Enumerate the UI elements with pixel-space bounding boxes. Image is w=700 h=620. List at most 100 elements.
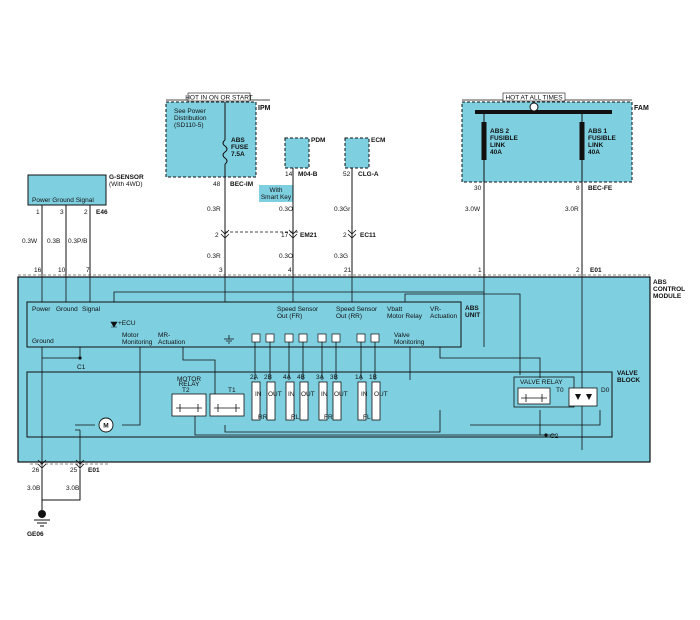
svg-text:Vbatt: Vbatt	[387, 306, 402, 313]
svg-text:0.3Gr: 0.3Gr	[334, 206, 351, 213]
svg-text:IN: IN	[321, 391, 328, 398]
hot-label-ipm: HOT IN ON OR START	[166, 92, 270, 102]
svg-text:T2: T2	[182, 387, 190, 394]
svg-text:0.3R: 0.3R	[207, 253, 221, 260]
svg-text:LINK: LINK	[490, 142, 505, 149]
svg-text:FL: FL	[363, 414, 371, 421]
svg-text:Monitoring: Monitoring	[122, 339, 153, 346]
valve-relay: VALVE RELAY T0 D0	[513, 376, 610, 408]
svg-text:7: 7	[86, 267, 90, 274]
svg-text:GE06: GE06	[27, 531, 44, 538]
svg-text:4B: 4B	[297, 374, 305, 381]
svg-text:(With 4WD): (With 4WD)	[109, 181, 143, 188]
svg-text:4: 4	[288, 267, 292, 274]
valve-ids: 2A 2B 4A 4B 3A 3B 1A 1B	[250, 374, 377, 381]
svg-text:25: 25	[70, 467, 78, 474]
svg-text:MR-: MR-	[158, 332, 170, 339]
motor-relay: MOTOR RELAY T2 T1	[171, 376, 245, 417]
svg-text:MOTOR: MOTOR	[177, 376, 201, 383]
svg-text:CLG-A: CLG-A	[358, 171, 379, 178]
svg-text:Power: Power	[32, 306, 51, 313]
svg-text:OUT: OUT	[334, 391, 348, 398]
svg-text:ABS: ABS	[465, 305, 479, 312]
svg-text:OUT: OUT	[374, 391, 388, 398]
connector-em21: 2 17 EM21	[215, 229, 317, 239]
svg-text:0.3W: 0.3W	[22, 238, 38, 245]
pump-motor: M	[98, 417, 114, 433]
svg-text:52: 52	[343, 171, 351, 178]
fam-box: FAM ABS 2 FUSIBLE LINK 40A ABS 1 FUSIBLE…	[461, 101, 649, 192]
svg-text:17: 17	[281, 232, 289, 239]
svg-text:ABS: ABS	[231, 137, 245, 144]
svg-text:VALVE RELAY: VALVE RELAY	[520, 379, 563, 386]
svg-text:7.5A: 7.5A	[231, 151, 245, 158]
svg-text:16: 16	[34, 267, 42, 274]
ecm-box: ECM 52 CLG-A	[343, 137, 385, 178]
svg-text:IN: IN	[361, 391, 368, 398]
module-wiring	[41, 275, 601, 470]
svg-text:EC11: EC11	[360, 232, 376, 239]
svg-text:Ground: Ground	[56, 306, 78, 313]
svg-text:UNIT: UNIT	[465, 312, 480, 319]
svg-text:21: 21	[344, 267, 352, 274]
svg-text:3.0B: 3.0B	[27, 485, 40, 492]
svg-text:LINK: LINK	[588, 142, 603, 149]
svg-text:48: 48	[213, 181, 221, 188]
svg-text:0.3P/B: 0.3P/B	[68, 238, 88, 245]
svg-text:IN: IN	[255, 391, 262, 398]
svg-text:30: 30	[474, 185, 482, 192]
ground-wires	[41, 470, 81, 510]
svg-text:Distribution: Distribution	[174, 115, 207, 122]
svg-text:RELAY: RELAY	[179, 381, 200, 388]
svg-text:Power Ground Signal: Power Ground Signal	[32, 197, 94, 204]
svg-text:Motor Relay: Motor Relay	[387, 313, 423, 320]
valve-block: VALVE BLOCK	[26, 370, 640, 438]
svg-text:2A: 2A	[250, 374, 259, 381]
svg-text:1A: 1A	[355, 374, 364, 381]
svg-text:Speed Sensor: Speed Sensor	[277, 306, 319, 313]
svg-text:BEC-IM: BEC-IM	[230, 181, 253, 188]
svg-text:FUSIBLE: FUSIBLE	[490, 135, 518, 142]
svg-text:EM21: EM21	[300, 232, 317, 239]
svg-text:Valve: Valve	[394, 332, 410, 339]
g-sensor-box: G-SENSOR (With 4WD) Power Ground Signal …	[27, 174, 144, 275]
svg-text:Out (RR): Out (RR)	[336, 313, 362, 320]
svg-text:G-SENSOR: G-SENSOR	[109, 174, 144, 181]
svg-text:Motor: Motor	[122, 332, 139, 339]
svg-text:IPM: IPM	[258, 105, 271, 112]
svg-text:ABS 1: ABS 1	[588, 128, 608, 135]
svg-text:OUT: OUT	[301, 391, 315, 398]
svg-text:+ECU: +ECU	[118, 320, 136, 327]
svg-text:CONTROL: CONTROL	[653, 286, 685, 293]
pdm-box: PDM 14 M04-B With Smart Key	[259, 137, 325, 202]
svg-text:HOT AT ALL TIMES: HOT AT ALL TIMES	[505, 95, 563, 102]
svg-text:OUT: OUT	[268, 391, 282, 398]
wire-labels-top: 0.3W 0.3B 0.3P/B 0.3R 0.3O 0.3Gr 3.0W 3.…	[22, 206, 579, 260]
svg-text:2B: 2B	[264, 374, 272, 381]
svg-text:(SD110-5): (SD110-5)	[174, 122, 204, 129]
svg-text:MODULE: MODULE	[653, 293, 682, 300]
svg-text:T0: T0	[556, 387, 564, 394]
svg-text:VR-: VR-	[430, 306, 441, 313]
svg-text:FUSE: FUSE	[231, 144, 249, 151]
svg-text:2: 2	[84, 209, 88, 216]
svg-text:See Power: See Power	[174, 108, 207, 115]
svg-text:Signal: Signal	[82, 306, 101, 313]
wheel-labels: RR RL FR FL	[258, 414, 371, 421]
svg-text:M: M	[103, 423, 108, 430]
hot-label-fam: HOT AT ALL TIMES	[462, 92, 632, 102]
ipm-box: IPM See Power Distribution (SD110-5) ABS…	[165, 101, 271, 188]
svg-text:8: 8	[576, 185, 580, 192]
svg-text:14: 14	[285, 171, 293, 178]
svg-text:0.3G: 0.3G	[334, 253, 348, 260]
svg-text:Smart Key: Smart Key	[261, 194, 292, 201]
svg-text:BEC-FE: BEC-FE	[588, 185, 613, 192]
svg-text:2: 2	[215, 232, 219, 239]
svg-text:With: With	[270, 187, 283, 194]
svg-text:ABS 2: ABS 2	[490, 128, 510, 135]
svg-text:0.3O: 0.3O	[279, 253, 293, 260]
svg-text:0.3B: 0.3B	[47, 238, 60, 245]
svg-text:FUSIBLE: FUSIBLE	[588, 135, 616, 142]
svg-text:1: 1	[478, 267, 482, 274]
connector-e01-top: 16 10 7 3 4 21 1 2 E01	[18, 267, 650, 276]
